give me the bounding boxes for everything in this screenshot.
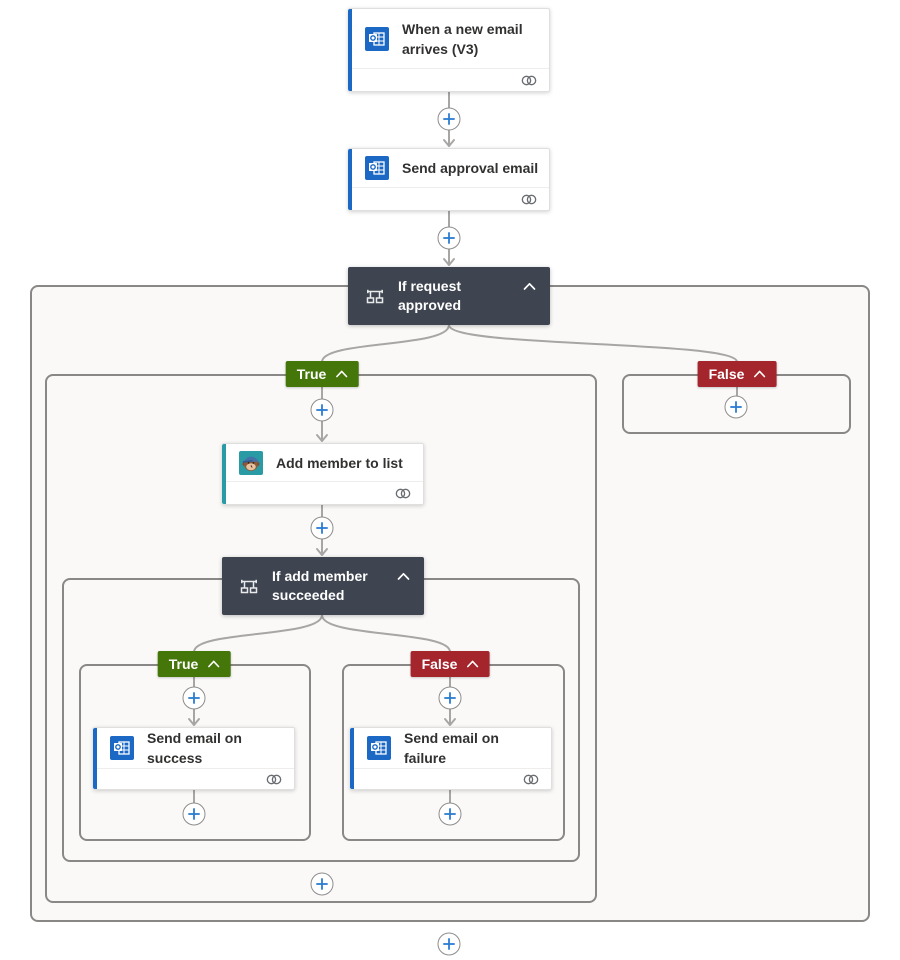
insert-step-button[interactable] — [310, 516, 334, 540]
branch-badge-false[interactable]: False — [697, 361, 777, 387]
chevron-up-icon[interactable] — [397, 572, 410, 581]
condition-title: If add member succeeded — [272, 568, 368, 603]
branch-label: True — [168, 656, 199, 672]
chevron-up-icon[interactable] — [466, 660, 479, 668]
connection-link-icon — [395, 488, 411, 498]
insert-step-button[interactable] — [438, 686, 462, 710]
outlook-icon — [110, 736, 134, 760]
action-card-add-member-to-list[interactable]: Add member to list — [222, 443, 424, 505]
chevron-up-icon[interactable] — [753, 370, 766, 378]
plus-icon — [188, 692, 200, 704]
plus-icon — [444, 808, 456, 820]
insert-step-button[interactable] — [182, 686, 206, 710]
outlook-icon — [367, 736, 391, 760]
plus-icon — [188, 808, 200, 820]
condition-icon — [240, 579, 258, 594]
connection-link-icon — [521, 194, 537, 204]
condition-card-if-request-approved[interactable]: If request approved — [348, 267, 550, 325]
card-accent — [348, 149, 352, 210]
condition-title: If request approved — [398, 278, 462, 313]
action-card-send-email-on-failure[interactable]: Send email on failure — [350, 727, 552, 790]
action-card-send-email-on-success[interactable]: Send email on success — [93, 727, 295, 790]
insert-step-button[interactable] — [310, 872, 334, 896]
plus-icon — [316, 522, 328, 534]
branch-badge-false[interactable]: False — [410, 651, 490, 677]
plus-icon — [443, 113, 455, 125]
branch-label: False — [421, 656, 458, 672]
chevron-up-icon[interactable] — [207, 660, 219, 668]
card-title: Send approval email — [402, 160, 539, 176]
card-title: When a new email arrives (V3) — [402, 20, 523, 57]
plus-icon — [316, 404, 328, 416]
insert-step-button[interactable] — [437, 226, 461, 250]
card-accent — [222, 444, 226, 504]
condition-card-if-add-member-succeeded[interactable]: If add member succeeded — [222, 557, 424, 615]
mailchimp-icon — [239, 450, 263, 475]
action-card-send-approval-email[interactable]: Send approval email — [348, 148, 550, 211]
insert-step-button[interactable] — [438, 802, 462, 826]
chevron-up-icon[interactable] — [335, 370, 347, 378]
plus-icon — [730, 401, 742, 413]
plus-icon — [444, 692, 456, 704]
card-title: Send email on success — [147, 730, 242, 766]
outlook-icon — [365, 26, 389, 51]
insert-step-button[interactable] — [182, 802, 206, 826]
plus-icon — [316, 878, 328, 890]
branch-badge-true[interactable]: True — [157, 651, 231, 677]
card-title: Send email on failure — [404, 730, 499, 766]
plus-icon — [443, 938, 455, 950]
insert-step-button[interactable] — [310, 398, 334, 422]
connection-link-icon — [266, 774, 282, 784]
connection-link-icon — [521, 75, 537, 85]
chevron-up-icon[interactable] — [523, 282, 536, 291]
connection-link-icon — [523, 774, 539, 784]
outlook-icon — [365, 156, 389, 180]
card-title: Add member to list — [276, 454, 403, 471]
insert-step-button[interactable] — [724, 395, 748, 419]
branch-label: True — [296, 366, 327, 382]
card-accent — [348, 9, 352, 91]
card-accent — [93, 728, 97, 789]
insert-step-button[interactable] — [437, 932, 461, 956]
plus-icon — [443, 232, 455, 244]
branch-badge-true[interactable]: True — [285, 361, 359, 387]
trigger-card-when-new-email-arrives[interactable]: When a new email arrives (V3) — [348, 8, 550, 92]
branch-label: False — [708, 366, 745, 382]
insert-step-button[interactable] — [437, 107, 461, 131]
condition-icon — [366, 289, 384, 304]
card-accent — [350, 728, 354, 789]
